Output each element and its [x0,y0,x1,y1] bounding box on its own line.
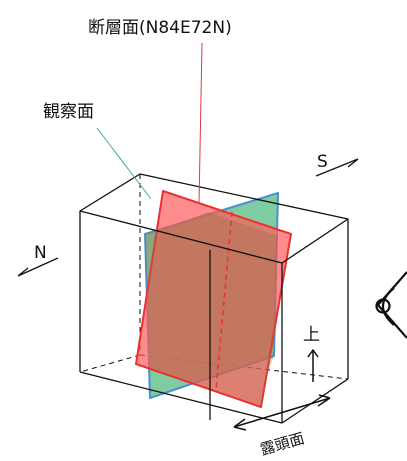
fault-plane-label: 断層面(N84E72N) [88,18,232,38]
south-marker: S [315,152,359,177]
north-marker: N [17,243,59,277]
double-headed-arrow-icon [233,394,331,431]
fault-plane-leader-line [198,42,203,205]
eye-icon [375,271,407,339]
plane-intersection-line [215,211,233,391]
south-label: S [317,152,328,172]
north-direction-arrow-icon [17,257,59,277]
fault-plane [135,190,292,408]
south-direction-arrow-icon [315,158,359,177]
observation-plane-leader-line [96,127,152,200]
up-arrow-icon [307,348,319,382]
up-indicator: 上 [303,325,320,382]
observation-plane-label: 観察面 [43,102,94,122]
north-label: N [34,243,47,263]
outcrop-face-label: 露頭面 [258,429,306,459]
up-label: 上 [303,325,320,345]
plane-overlap [145,212,278,406]
box-visible-edges [79,173,349,424]
